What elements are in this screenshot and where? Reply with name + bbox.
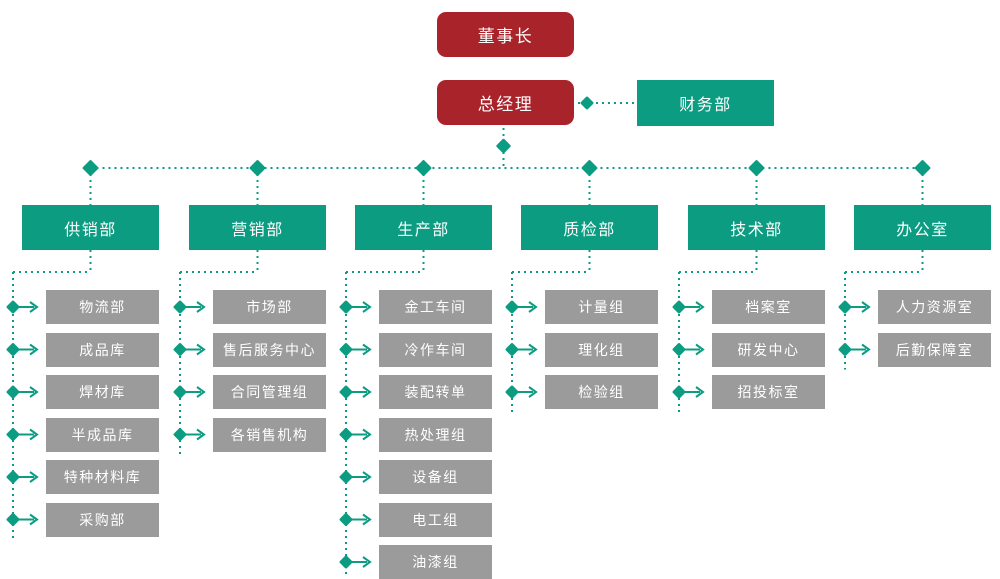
general-manager-node: 总经理 [437,80,574,125]
finance-department-node: 财务部 [637,80,774,126]
sub-department-node: 特种材料库 [46,460,159,494]
sub-department-node: 招投标室 [712,375,825,409]
sub-department-node: 人力资源室 [878,290,991,324]
sub-department-node: 后勤保障室 [878,332,991,367]
sub-department-node: 各销售机构 [213,417,326,452]
sub-department-node: 档案室 [712,290,825,324]
sub-department-node: 成品库 [46,332,159,367]
sub-department-node: 合同管理组 [213,375,326,409]
sub-department-node: 电工组 [379,502,492,537]
department-node: 质检部 [521,205,658,250]
sub-department-node: 油漆组 [379,545,492,579]
sub-department-node: 焊材库 [46,375,159,409]
sub-department-node: 理化组 [545,332,658,367]
department-node: 营销部 [189,205,326,250]
sub-department-node: 售后服务中心 [213,332,326,367]
department-node: 供销部 [22,205,159,250]
chairman-node: 董事长 [437,12,574,57]
sub-department-node: 金工车间 [379,290,492,324]
department-node: 生产部 [355,205,492,250]
sub-department-node: 研发中心 [712,332,825,367]
sub-department-node: 设备组 [379,460,492,494]
sub-department-node: 冷作车间 [379,332,492,367]
sub-department-node: 计量组 [545,290,658,324]
sub-department-node: 热处理组 [379,417,492,452]
sub-department-node: 检验组 [545,375,658,409]
sub-department-node: 半成品库 [46,417,159,452]
sub-department-node: 物流部 [46,290,159,324]
department-node: 办公室 [854,205,991,250]
department-node: 技术部 [688,205,825,250]
sub-department-node: 市场部 [213,290,326,324]
sub-department-node: 采购部 [46,502,159,537]
sub-department-node: 装配转单 [379,375,492,409]
